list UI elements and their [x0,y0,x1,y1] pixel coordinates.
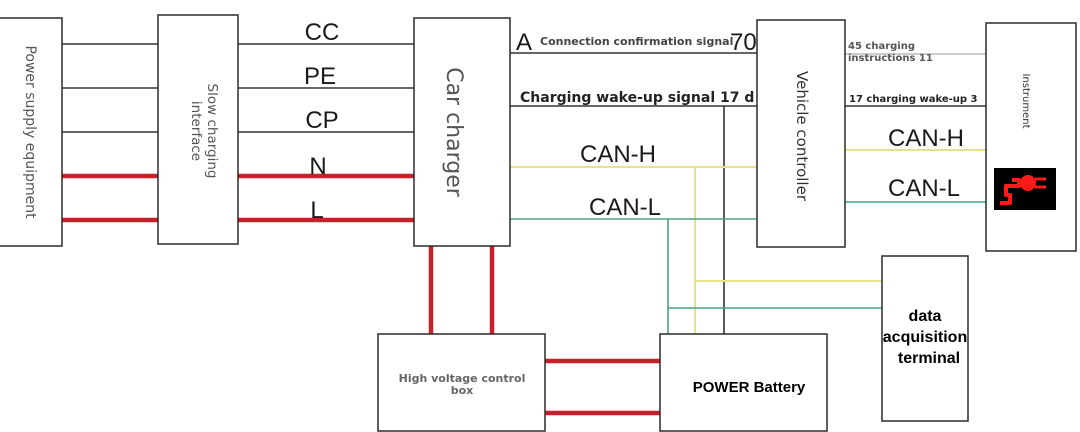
label-charging-instructions-2: instructions 11 [848,53,933,64]
label-charging-instructions-1: 45 charging [848,41,915,52]
hv-box-label-1: High voltage control [399,372,526,385]
label-pin-70: 70 [730,29,757,56]
data-acquisition-terminal-box [881,255,969,422]
power-battery-label: POWER Battery [693,379,806,396]
label-cc: CC [305,19,340,46]
charging-plug-warning-icon [994,168,1056,210]
power-supply-label-1: Power supply equipment [22,45,38,219]
car-charger-label: Car charger [441,67,466,198]
instrument-box [985,22,1077,252]
label-can-h-right: CAN-H [888,125,964,152]
instrument-label: Instrument [1020,73,1031,128]
label-charging-wakeup: Charging wake-up signal 17 d [520,90,754,106]
power-supply-equipment-box [0,17,63,247]
dat-label-3: terminal [898,350,960,367]
vehicle-controller-box [756,19,846,248]
label-can-l-left: CAN-L [589,194,661,221]
label-can-l-right: CAN-L [888,175,960,202]
label-a: A [516,29,532,56]
vehicle-controller-label: Vehicle controller [793,71,811,202]
label-connection-confirmation: Connection confirmation signal [540,35,733,48]
label-cp: CP [305,107,338,134]
label-n: N [309,153,326,180]
slow-charging-interface-box [157,14,239,245]
hv-box-label-2: box [451,384,474,397]
high-voltage-control-box [377,333,546,432]
dat-label-2: acquisition [883,329,967,346]
label-wakeup-instrument: 17 charging wake-up 3 [849,94,978,105]
label-pe: PE [304,63,336,90]
power-battery-box [659,333,828,432]
label-l: L [310,197,323,224]
slow-interface-label-1: Slow charging [204,84,220,179]
label-can-h-left: CAN-H [580,141,656,168]
slow-interface-label-2: interface [188,101,204,161]
dat-label-1: data [909,308,942,325]
car-charger-box [413,17,511,247]
